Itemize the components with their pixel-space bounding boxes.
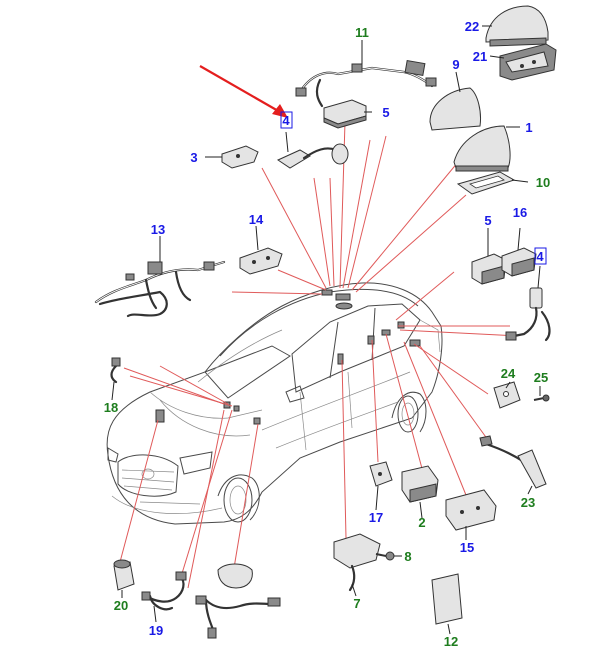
callout-21: 21 bbox=[473, 49, 487, 64]
part-22-antenna bbox=[485, 5, 549, 47]
part-14-module bbox=[239, 247, 283, 275]
part-3-module bbox=[221, 145, 259, 169]
part-15-module bbox=[445, 489, 497, 531]
part-24-bracket bbox=[493, 381, 521, 409]
callout-7: 7 bbox=[353, 596, 360, 611]
callout-20: 20 bbox=[114, 598, 128, 613]
callout-4-top: 4 bbox=[282, 113, 290, 128]
callout-19: 19 bbox=[149, 623, 163, 638]
callout-4-box-right bbox=[534, 247, 547, 265]
part-19-harness bbox=[141, 571, 187, 611]
callout-14: 14 bbox=[249, 212, 264, 227]
callout-5-top: 5 bbox=[382, 105, 389, 120]
label-pointers bbox=[111, 25, 541, 635]
part-10-gasket bbox=[456, 171, 516, 195]
part-12-panel bbox=[431, 573, 463, 625]
part-4-harness-right bbox=[505, 287, 551, 342]
part-5-module-right bbox=[471, 253, 507, 285]
callout-10: 10 bbox=[536, 175, 550, 190]
part-1-shark-fin bbox=[453, 125, 511, 172]
callout-16: 16 bbox=[513, 205, 527, 220]
callout-22: 22 bbox=[465, 19, 479, 34]
part-5-module-top bbox=[323, 99, 367, 129]
part-9-antenna-cover bbox=[429, 87, 481, 131]
callout-12: 12 bbox=[444, 634, 458, 649]
callout-4-right: 4 bbox=[536, 249, 544, 264]
part-25-screw bbox=[533, 394, 550, 402]
car-outline bbox=[106, 282, 443, 525]
callout-17: 17 bbox=[369, 510, 383, 525]
highlight-arrow bbox=[199, 65, 288, 118]
callout-15: 15 bbox=[460, 540, 474, 555]
callout-2: 2 bbox=[418, 515, 425, 530]
callout-24: 24 bbox=[501, 366, 516, 381]
callout-9: 9 bbox=[452, 57, 459, 72]
part-11-harness bbox=[295, 59, 437, 108]
callout-4-box-top bbox=[280, 111, 293, 129]
part-2-module bbox=[401, 465, 439, 503]
part-antenna-lead bbox=[195, 563, 281, 639]
callout-11: 11 bbox=[355, 25, 369, 40]
callout-3: 3 bbox=[190, 150, 197, 165]
part-17-module bbox=[369, 461, 393, 487]
callout-5-right: 5 bbox=[484, 213, 491, 228]
leader-lines bbox=[119, 121, 519, 589]
part-21-antenna-base bbox=[499, 43, 557, 81]
callout-1: 1 bbox=[525, 120, 532, 135]
part-8-screw bbox=[375, 551, 395, 561]
callout-8: 8 bbox=[404, 549, 411, 564]
part-7-module bbox=[333, 533, 381, 592]
part-20-cylinder bbox=[113, 559, 135, 591]
callout-25: 25 bbox=[534, 370, 548, 385]
part-13-harness bbox=[94, 260, 226, 318]
callout-18: 18 bbox=[104, 400, 118, 415]
part-4-harness-top bbox=[276, 143, 349, 169]
part-18-bulb bbox=[110, 357, 121, 384]
callout-labels: 22 11 21 9 4 5 1 3 10 13 14 5 16 4 24 25… bbox=[104, 19, 550, 649]
part-16-module bbox=[501, 247, 537, 277]
part-23-sensor bbox=[479, 435, 547, 489]
callout-13: 13 bbox=[151, 222, 165, 237]
callout-23: 23 bbox=[521, 495, 535, 510]
